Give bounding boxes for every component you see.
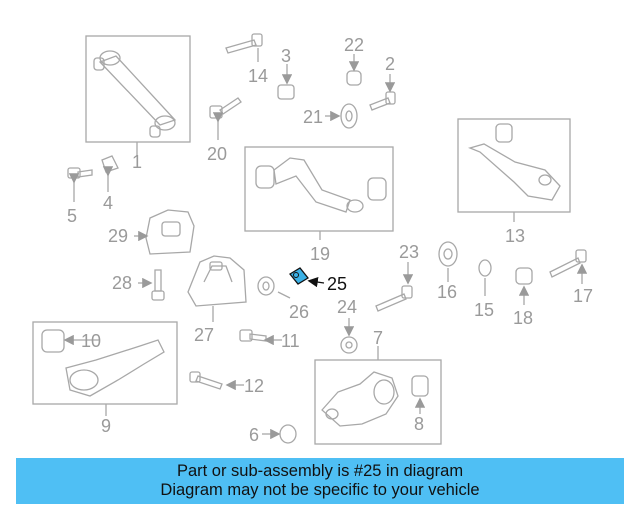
- label-20: 20: [207, 144, 227, 164]
- part-25-highlighted[interactable]: [289, 267, 325, 288]
- part-28-bolt[interactable]: [151, 269, 165, 301]
- label-22: 22: [344, 35, 364, 55]
- part-19-control-arm[interactable]: [244, 146, 394, 232]
- parts-diagram: 1 14 3 22 2 21 20 5 4 19 13 29 28 25 23 …: [32, 33, 593, 445]
- label-19: 19: [310, 244, 330, 264]
- label-13: 13: [505, 226, 525, 246]
- label-21: 21: [303, 107, 323, 127]
- part-27-bracket[interactable]: [187, 255, 247, 307]
- part-16-bushing[interactable]: [438, 241, 458, 267]
- label-4: 4: [103, 193, 113, 213]
- label-8: 8: [414, 414, 424, 434]
- part-23-bolt[interactable]: [375, 285, 413, 312]
- part-5-bolt[interactable]: [67, 167, 93, 179]
- label-11: 11: [281, 331, 300, 351]
- label-10: 10: [81, 331, 101, 351]
- label-23: 23: [399, 242, 419, 262]
- part-3-nut[interactable]: [277, 84, 295, 100]
- banner-line-2: Diagram may not be specific to your vehi…: [160, 481, 480, 499]
- part-1-trailing-link[interactable]: [85, 35, 191, 143]
- label-9: 9: [101, 416, 111, 436]
- part-13-lower-arm[interactable]: [457, 118, 571, 213]
- label-28: 28: [112, 273, 132, 293]
- part-17-bolt[interactable]: [549, 249, 587, 278]
- part-9-lower-arm[interactable]: [32, 321, 178, 405]
- banner-line-1: Part or sub-assembly is #25 in diagram: [176, 462, 464, 480]
- part-4-clip[interactable]: [101, 155, 119, 173]
- part-26-nut[interactable]: [257, 276, 275, 296]
- part-14-bolt[interactable]: [225, 33, 263, 54]
- part-21-washer[interactable]: [340, 103, 358, 129]
- label-24: 24: [337, 297, 357, 317]
- info-banner: Part or sub-assembly is #25 in diagram D…: [16, 458, 624, 504]
- part-20-bolt[interactable]: [209, 97, 242, 119]
- part-6-nut[interactable]: [279, 424, 297, 444]
- label-26: 26: [289, 302, 309, 322]
- label-12: 12: [244, 376, 264, 396]
- part-18-nut[interactable]: [515, 267, 533, 285]
- label-15: 15: [474, 300, 494, 320]
- part-29-mount[interactable]: [145, 209, 195, 255]
- label-18: 18: [513, 308, 533, 328]
- part-12-bolt[interactable]: [189, 371, 223, 390]
- label-29: 29: [108, 226, 128, 246]
- label-3: 3: [281, 46, 291, 66]
- label-17: 17: [573, 286, 593, 306]
- label-16: 16: [437, 282, 457, 302]
- label-14: 14: [248, 66, 268, 86]
- label-25: 25: [327, 274, 347, 294]
- part-8-bushing[interactable]: [411, 375, 429, 397]
- part-11-bolt[interactable]: [239, 329, 267, 342]
- label-7: 7: [373, 328, 383, 348]
- part-24-washer[interactable]: [340, 336, 358, 354]
- label-6: 6: [249, 425, 259, 445]
- label-2: 2: [385, 54, 395, 74]
- label-27: 27: [194, 325, 214, 345]
- part-15-washer[interactable]: [478, 259, 492, 277]
- label-5: 5: [67, 206, 77, 226]
- part-22-bushing[interactable]: [346, 70, 362, 86]
- label-1: 1: [132, 152, 142, 172]
- part-2-bolt[interactable]: [369, 91, 396, 111]
